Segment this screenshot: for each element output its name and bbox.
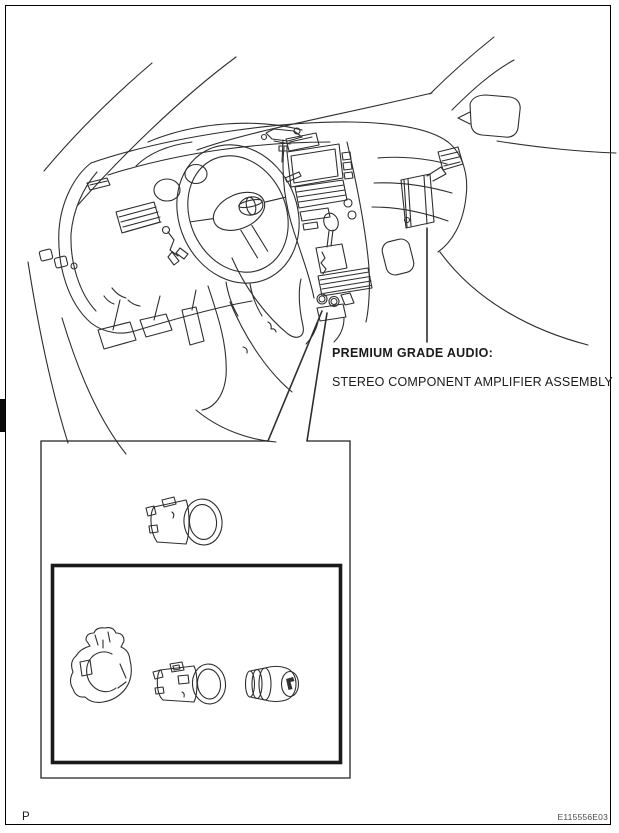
cigarette-lighter-plug <box>244 665 300 703</box>
steering-wheel <box>176 144 300 317</box>
center-stack <box>282 132 415 345</box>
detail-callout-box <box>40 310 351 779</box>
instrument-cluster <box>135 122 303 202</box>
door-pull-handle <box>381 238 415 276</box>
retainer-clamp <box>69 627 132 703</box>
side-mirror <box>439 94 617 346</box>
amplifier-assembly <box>400 166 447 343</box>
power-outlet-socket <box>328 295 340 308</box>
callout-heading: PREMIUM GRADE AUDIO: <box>332 346 494 360</box>
ignition-keys <box>161 225 189 266</box>
cigarette-lighter-socket-installed <box>145 496 223 546</box>
power-outlet-socket <box>316 293 328 305</box>
footwell-floor <box>27 257 304 455</box>
navigation-screen <box>286 143 344 188</box>
figure-code: E115556E03 <box>557 812 608 822</box>
toyota-emblem <box>238 196 264 216</box>
heat-element-icon <box>286 677 295 690</box>
left-dash <box>38 162 253 334</box>
windshield-pillars <box>43 36 515 207</box>
page-border <box>5 5 611 825</box>
page-marker: P <box>22 811 30 823</box>
mirror-mount-harness <box>260 127 303 163</box>
dashboard-body <box>90 121 468 253</box>
callout-subheading: STEREO COMPONENT AMPLIFIER ASSEMBLY <box>332 375 613 389</box>
pedals <box>97 289 205 350</box>
component-group-box <box>50 563 343 765</box>
section-tab-marker <box>0 399 5 432</box>
cigarette-lighter-socket <box>152 661 227 705</box>
shift-knob <box>323 212 339 232</box>
